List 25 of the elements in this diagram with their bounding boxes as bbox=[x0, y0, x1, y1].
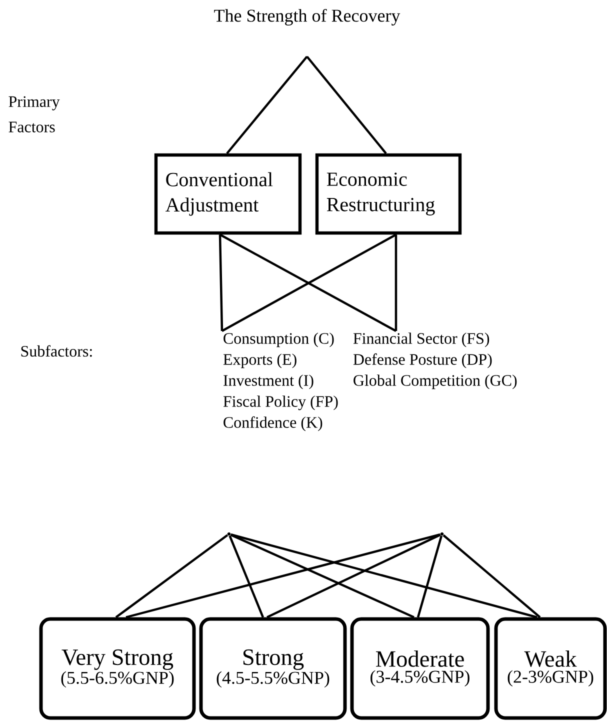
connector-line bbox=[416, 536, 443, 618]
connector-line bbox=[394, 234, 398, 331]
junction-point bbox=[227, 532, 231, 536]
outcome-box: Moderate (3-4.5%GNP) bbox=[350, 617, 490, 720]
factor-box: Economic Restructuring bbox=[315, 153, 462, 235]
title-text: The Strength of Recovery bbox=[214, 8, 400, 26]
connector-line bbox=[126, 533, 440, 618]
outcome-box: Weak (2-3%GNP) bbox=[494, 617, 607, 720]
junction-point bbox=[440, 532, 444, 536]
connector-line bbox=[266, 534, 441, 618]
connector-line bbox=[115, 534, 228, 618]
outcome-box: Strong (4.5-5.5%GNP) bbox=[199, 617, 347, 720]
factor-box: Conventional Adjustment bbox=[154, 153, 302, 235]
side-label: Primary Factors bbox=[8, 96, 60, 132]
connector-line bbox=[230, 533, 538, 618]
connector-line bbox=[442, 534, 541, 618]
side-label: Subfactors: bbox=[21, 345, 92, 357]
connector-line bbox=[306, 56, 387, 154]
subfactor-list: Consumption (C) Exports (E) Investment (I) Fiscal Policy (FP) Confidence (K) bbox=[223, 332, 338, 432]
connector-line bbox=[228, 535, 264, 618]
outcome-box: Very Strong (5.5-6.5%GNP) bbox=[39, 617, 196, 720]
connector-line bbox=[230, 534, 414, 618]
subfactor-list: Financial Sector (FS) Defense Posture (DP) Global Competition (GC) bbox=[353, 332, 517, 390]
connector-line bbox=[226, 56, 308, 154]
connector-line bbox=[218, 234, 224, 332]
